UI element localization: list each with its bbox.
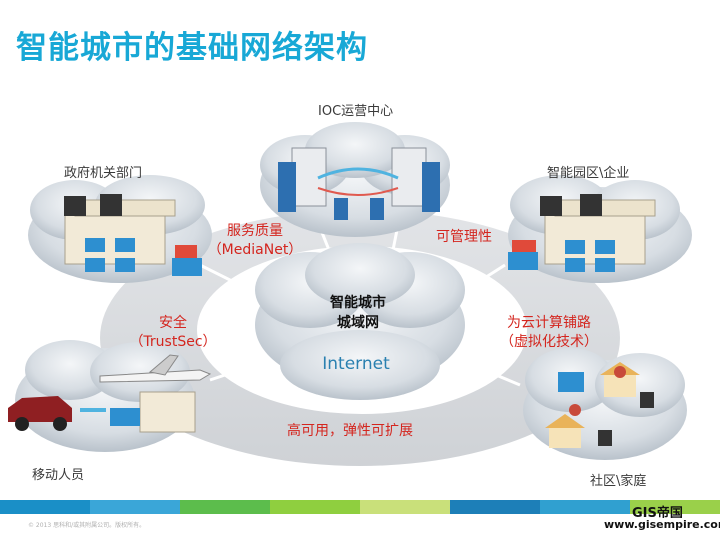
link-label-cloud: 为云计算铺路 （虚拟化技术） — [484, 314, 614, 352]
gov-building-icon — [64, 194, 202, 276]
footer-strip-segment — [450, 500, 541, 514]
car-icon — [8, 396, 72, 431]
core-label-internet: Internet — [322, 354, 390, 374]
house-icon — [545, 362, 654, 448]
link-label-qos-line1: 服务质量 — [227, 223, 283, 239]
node-label-community: 社区\家庭 — [590, 474, 647, 489]
mobile-building-icon — [80, 391, 196, 433]
link-label-qos-line2: （MediaNet） — [207, 242, 303, 258]
link-label-qos: 服务质量 （MediaNet） — [200, 222, 310, 260]
link-label-manage: 可管理性 — [436, 229, 492, 245]
airplane-icon — [99, 354, 212, 383]
server-rack-icon — [278, 147, 440, 220]
park-building-icon — [508, 194, 656, 272]
node-label-ioc: IOC运营中心 — [318, 104, 394, 119]
copyright-text: © 2013 思科和/或其附属公司。版权所有。 — [28, 522, 146, 529]
footer-color-strip — [0, 500, 720, 514]
node-label-mobile: 移动人员 — [32, 468, 85, 483]
footer-strip-segment — [540, 500, 631, 514]
node-label-gov: 政府机关部门 — [64, 166, 143, 181]
footer-strip-segment — [90, 500, 181, 514]
page-title: 智能城市的基础网络架构 — [16, 30, 368, 66]
link-label-security-line1: 安全 — [159, 315, 187, 331]
link-label-security: 安全 （TrustSec） — [118, 314, 228, 352]
footer-strip-segment — [270, 500, 361, 514]
watermark-logo: GIS帝国 — [632, 506, 683, 521]
link-label-security-line2: （TrustSec） — [129, 334, 217, 350]
node-label-park: 智能园区\企业 — [547, 166, 630, 181]
cloud-core — [255, 243, 465, 400]
footer-strip-segment — [180, 500, 271, 514]
link-label-cloud-line1: 为云计算铺路 — [507, 315, 591, 331]
link-label-cloud-line2: （虚拟化技术） — [500, 334, 598, 350]
link-label-ha: 高可用，弹性可扩展 — [287, 423, 413, 439]
footer-strip-segment — [360, 500, 451, 514]
footer-strip-segment — [0, 500, 91, 514]
core-label-line2: 城域网 — [337, 315, 379, 331]
core-label-line1: 智能城市 — [330, 295, 386, 311]
watermark-url: www.gisempire.com — [602, 518, 720, 531]
footer-strip-segment — [630, 500, 720, 514]
